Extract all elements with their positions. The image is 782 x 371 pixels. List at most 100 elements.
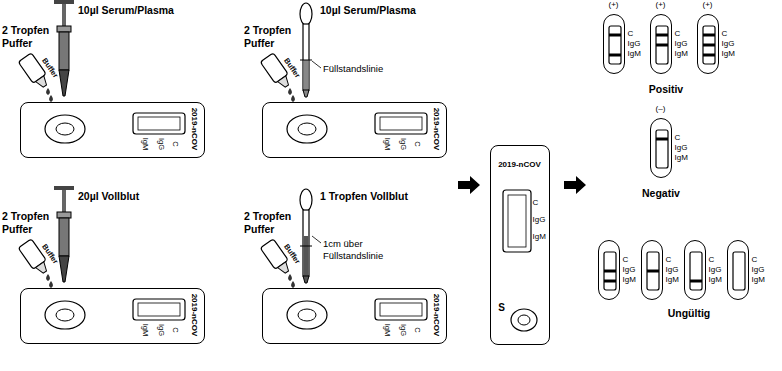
cassette-label: C [666,255,672,264]
test-cassette: 2019-nCOVCIgGIgM [20,102,205,158]
line-label: IgG [675,39,688,48]
line-label: C [533,198,539,207]
line-label: C [170,327,178,332]
result-window [604,252,616,290]
step-arrow [458,176,480,194]
step-label: 2 Tropfen Puffer [244,24,298,50]
buffer-drops [288,88,295,102]
line-label: IgG [533,215,546,224]
sample-well [56,309,74,321]
line-label: IgG [156,137,164,149]
cassette-label: (+) [703,0,713,9]
cassette-detail [604,15,626,75]
step-label: 2 Tropfen Puffer [2,24,56,50]
cassette-detail [642,241,664,301]
cassette-label: 2019-nCOV [189,107,198,150]
cassette-label: 2019-nCOV [431,293,440,336]
cassette-detail [21,289,206,345]
sample-well [298,309,316,321]
line-label: IgM [675,49,688,58]
line-label: IgM [675,153,688,162]
step-label: 2 Tropfen Puffer [244,210,298,236]
test-strip: CIgGIgM [641,240,663,300]
sample-well [45,301,85,329]
test-cassette: 2019-nCOV C IgG IgM S [490,145,550,345]
test-band [703,54,715,57]
dropper [300,3,321,97]
test-strip: (+)CIgGIgM [603,14,625,74]
line-label: C [412,327,420,332]
test-cassette: 2019-nCOVCIgGIgM [20,288,205,344]
line-label: C [675,133,681,142]
cassette-label: C [623,255,629,264]
line-label: IgM [666,275,679,284]
result-window [647,252,659,290]
sample-well [518,315,530,325]
line-label: IgG [666,265,679,274]
test-band [703,44,715,47]
result-window [380,303,422,316]
test-strip: CIgGIgM [684,240,706,300]
line-label: IgG [398,137,406,149]
cassette-detail [698,15,720,75]
result-window [656,130,668,168]
test-band [703,34,715,37]
test-strip: (+)CIgGIgM [697,14,719,74]
line-label: IgG [752,265,765,274]
sample-well [287,301,327,329]
cassette-detail [651,119,673,179]
step-label: 1 Tropfen Vollblut [320,190,408,203]
sample-well [298,123,316,135]
cassette-label: 2019-nCOV [189,293,198,336]
step-label: Füllstandslinie [323,63,383,75]
test-band [656,44,668,47]
cassette-detail [21,103,206,159]
dropper [300,189,321,283]
test-band [647,270,659,273]
cassette-label: 2019-nCOV [431,107,440,150]
line-label: IgM [722,49,735,58]
line-label: IgM [709,275,722,284]
test-cassette: 2019-nCOVCIgGIgM [262,102,447,158]
cassette-detail [491,146,551,346]
test-band [690,280,702,283]
line-label: IgG [628,39,641,48]
cassette-label: C [709,255,715,264]
result-window [375,299,427,320]
line-label: IgG [709,265,722,274]
buffer-drops [46,88,53,102]
result-caption: Ungültig [668,307,711,320]
line-label: C [722,29,728,38]
test-band [604,280,616,283]
line-label: IgM [533,232,546,241]
test-band [656,138,668,141]
test-band [609,54,621,57]
line-label: S [498,301,505,312]
buffer-drops [46,274,53,288]
line-label: IgM [140,137,148,150]
result-window [375,113,427,134]
test-strip: CIgGIgM [598,240,620,300]
cassette-detail [263,103,448,159]
result-window [508,195,526,247]
step-arrow [564,176,586,194]
line-label: C [675,29,681,38]
result-caption: Positiv [649,83,683,96]
test-band [656,34,668,37]
result-window [609,26,621,64]
result-window [138,303,180,316]
sample-well [511,309,537,331]
cassette-label: C [752,255,758,264]
sample-well [56,123,74,135]
cassette-detail [728,241,750,301]
cassette-label: 2019-nCOV [498,160,541,169]
cassette-label: (+) [656,0,666,9]
result-window [656,26,668,64]
result-window [703,26,715,64]
line-label: IgM [382,323,390,336]
result-caption: Negativ [642,187,680,200]
test-band [609,34,621,37]
result-window [133,113,185,134]
result-window [503,190,531,252]
